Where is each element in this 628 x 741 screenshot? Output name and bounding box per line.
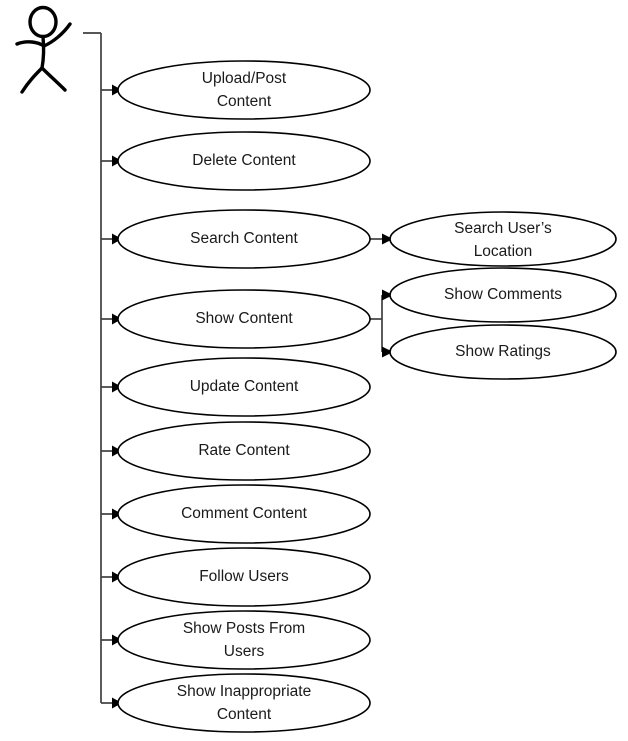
use-case-follow-users[interactable]: Follow Users	[117, 547, 371, 607]
actor-head-icon	[28, 5, 58, 39]
use-case-label-line-1: Delete Content	[192, 152, 296, 169]
use-case-rate-content[interactable]: Rate Content	[117, 421, 371, 481]
use-case-ellipse	[117, 421, 371, 481]
use-case-label-line-1: Follow Users	[199, 568, 289, 585]
use-case-label-line-1: Show Comments	[444, 286, 562, 303]
association-arrow-show-content	[101, 313, 122, 325]
use-case-update-content[interactable]: Update Content	[117, 357, 371, 417]
use-case-delete-content[interactable]: Delete Content	[117, 131, 371, 191]
use-case-show-inappropriate-content[interactable]: Show Inappropriate Content	[117, 673, 371, 733]
use-case-label-line-1: Show Content	[195, 310, 293, 327]
use-case-label-line-1: Comment Content	[181, 505, 307, 522]
user-actor[interactable]	[15, 5, 72, 94]
use-case-label-line-2: Content	[217, 93, 272, 110]
association-arrow-show-posts-from-users	[101, 634, 122, 646]
association-arrow-show-comments	[382, 289, 393, 301]
use-case-show-posts-from-users[interactable]: Show Posts From Users	[117, 610, 371, 670]
use-case-upload-post-content[interactable]: Upload/Post Content	[117, 60, 371, 120]
use-case-label-line-2: Content	[217, 706, 272, 723]
actor-association-spine	[83, 32, 102, 703]
association-arrow-search-content	[101, 233, 122, 245]
use-case-label-line-1: Search User’s	[454, 220, 552, 237]
secondary-use-case-group: Search User’s Location Show Comments Sho…	[389, 211, 617, 380]
use-case-ellipse	[117, 357, 371, 417]
use-case-ellipse	[117, 131, 371, 191]
use-case-label-line-1: Search Content	[190, 230, 298, 247]
use-case-show-comments[interactable]: Show Comments	[389, 267, 617, 323]
use-case-ellipse	[117, 209, 371, 269]
use-case-label-line-2: Location	[474, 243, 533, 260]
use-case-ellipse	[389, 267, 617, 323]
use-case-ellipse	[389, 211, 617, 267]
use-case-label-line-2: Users	[224, 643, 265, 660]
primary-use-case-group: Upload/Post Content Delete Content Searc…	[117, 60, 371, 733]
actor-association-arrows	[101, 84, 122, 709]
use-case-search-users-location[interactable]: Search User’s Location	[389, 211, 617, 267]
use-case-ellipse	[389, 324, 617, 380]
association-arrow-show-ratings	[382, 346, 393, 358]
use-case-label-line-1: Show Posts From	[183, 620, 305, 637]
use-case-label-line-1: Show Ratings	[455, 343, 551, 360]
actor-left-leg-icon	[20, 66, 44, 94]
association-arrow-update-content	[101, 381, 122, 393]
use-case-show-content[interactable]: Show Content	[117, 289, 371, 349]
actor-right-arm-icon	[42, 22, 72, 48]
association-arrow-delete-content	[101, 155, 122, 167]
association-arrow-show-inappropriate-content	[101, 697, 122, 709]
use-case-label-line-1: Upload/Post	[202, 70, 287, 87]
actor-left-arm-icon	[15, 40, 46, 48]
use-case-label-line-1: Show Inappropriate	[177, 683, 311, 700]
actor-body-icon	[40, 35, 46, 70]
use-case-search-content[interactable]: Search Content	[117, 209, 371, 269]
use-case-label-line-1: Update Content	[190, 378, 299, 395]
association-arrow-follow-users	[101, 571, 122, 583]
use-case-show-ratings[interactable]: Show Ratings	[389, 324, 617, 380]
association-arrow-upload-post-content	[101, 84, 122, 96]
actor-right-leg-icon	[40, 66, 67, 92]
use-case-ellipse	[117, 547, 371, 607]
use-case-label-line-1: Rate Content	[198, 442, 290, 459]
association-arrow-search-users-location	[370, 233, 393, 245]
association-branch-show-content	[370, 289, 393, 358]
association-arrow-rate-content	[101, 445, 122, 457]
use-case-ellipse	[117, 610, 371, 670]
use-case-comment-content[interactable]: Comment Content	[117, 484, 371, 544]
association-arrow-comment-content	[101, 508, 122, 520]
use-case-ellipse	[117, 484, 371, 544]
use-case-ellipse	[117, 289, 371, 349]
use-case-ellipse	[117, 673, 371, 733]
use-case-ellipse	[117, 60, 371, 120]
